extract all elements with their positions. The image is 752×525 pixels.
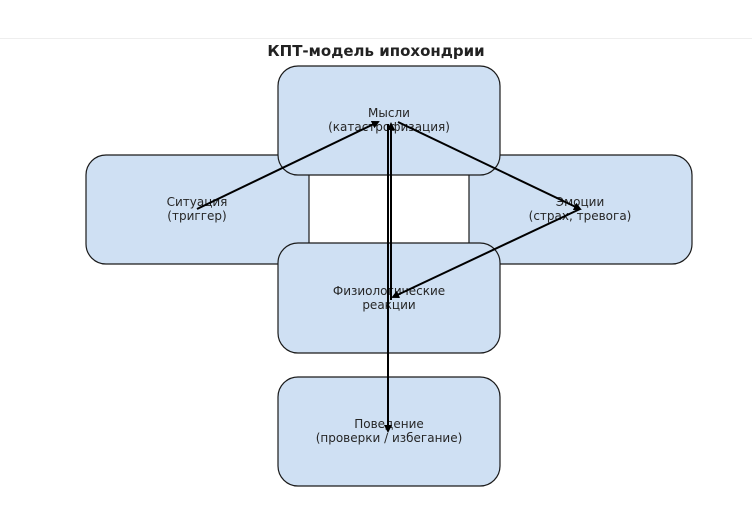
node-emotions-label-1: Эмоции — [556, 195, 605, 209]
arrow-emotions-to-physiology — [391, 208, 581, 299]
node-thoughts-label-1: Мысли — [368, 106, 410, 120]
node-behavior-label-2: (проверки / избегание) — [316, 431, 463, 445]
node-situation-label-2: (триггер) — [167, 209, 226, 223]
diagram-title: КПТ-модель ипохондрии — [267, 42, 485, 60]
node-situation-label-1: Ситуация — [167, 195, 228, 209]
edges — [196, 120, 582, 433]
node-emotions-label-2: (страх, тревога) — [529, 209, 632, 223]
arrow-situation-to-thoughts — [196, 120, 380, 210]
top-divider — [0, 38, 752, 39]
arrow-thoughts-to-emotions — [397, 121, 582, 211]
